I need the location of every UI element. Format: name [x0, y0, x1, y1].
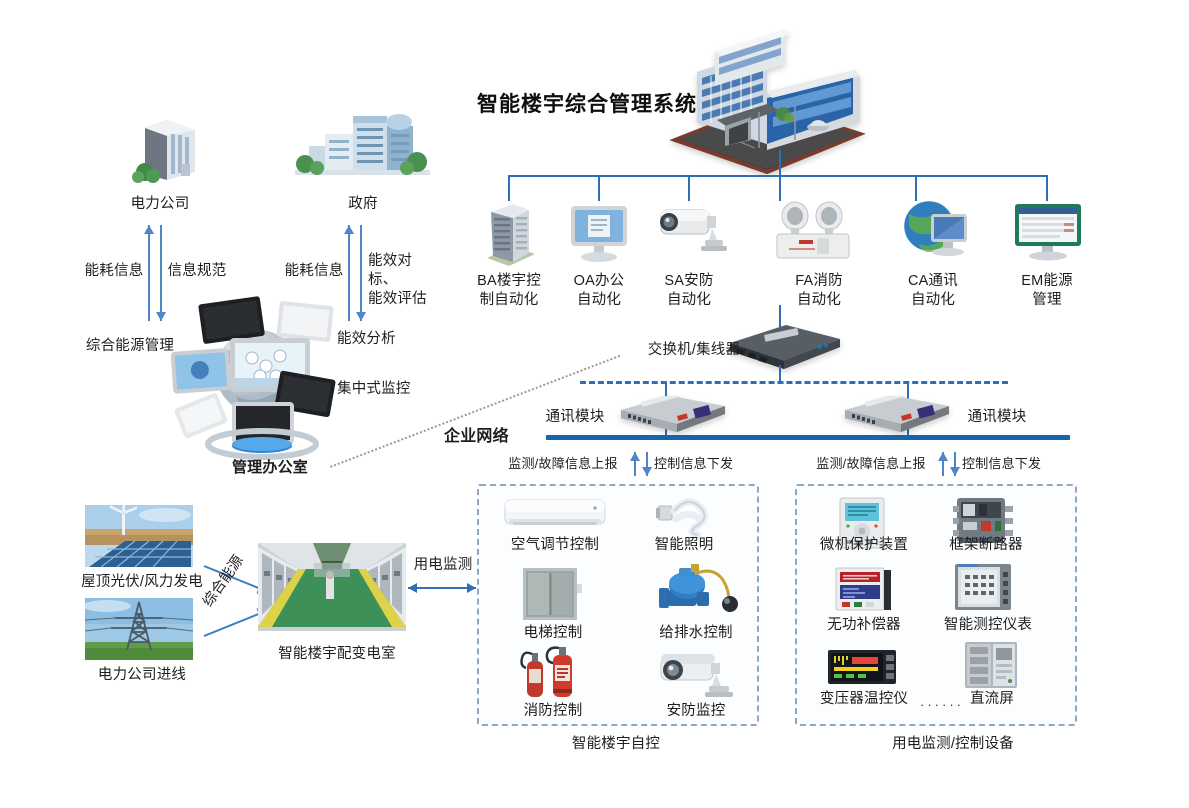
water-valve-icon: [659, 564, 738, 612]
emergency-light-icon: [776, 201, 850, 259]
management-office-illustration: [170, 296, 336, 460]
air-circuit-breaker-icon: [953, 498, 1013, 543]
rooftop-solar-wind-photo: [85, 505, 193, 567]
downlink-label-left: 控制信息下发: [654, 456, 734, 471]
smart-meter-icon: [955, 564, 1011, 610]
enterprise-network-bar: [546, 435, 1070, 440]
comm-module-left-label: 通讯模块: [545, 409, 605, 425]
field-bus-dashed-line: [580, 381, 1008, 384]
subsystem-label-ca: CA通讯 自动化: [908, 273, 958, 308]
ba-item-label-4: 消防控制: [523, 703, 583, 719]
arrow-down-left-group: [642, 452, 652, 476]
arrow-down-power-company: [156, 225, 166, 321]
arrow-up-right-group: [938, 452, 948, 476]
subsystem-bus-line: [508, 175, 1048, 177]
flow-label-gov-up: 能耗信息: [284, 263, 344, 279]
arrow-up-left-group: [630, 452, 640, 476]
bus-drop-oa: [598, 175, 600, 201]
flow-label-power-down: 信息规范: [167, 263, 227, 279]
flow-label-power-up: 能耗信息: [84, 263, 144, 279]
ba-item-label-3: 给排水控制: [659, 625, 733, 641]
pm-item-label-5: 直流屏: [969, 691, 1015, 707]
switch-uplink-line: [779, 305, 781, 327]
pm-item-label-3: 智能测控仪表: [943, 617, 1033, 633]
globe-monitor-icon: [903, 200, 967, 256]
power-monitoring-caption: 用电监测/控制设备: [892, 736, 1014, 752]
security-camera-icon: [660, 654, 733, 697]
subsystem-label-fa: FA消防 自动化: [795, 273, 843, 308]
grid-feed-label: 电力公司进线: [97, 667, 187, 683]
ba-item-label-1: 智能照明: [654, 537, 714, 553]
desktop-monitor-icon: [571, 206, 627, 262]
bus-drop-from-building: [779, 150, 781, 176]
reactive-compensator-icon: [835, 567, 891, 611]
government-building-icon: [295, 114, 430, 175]
bus-drop-ca: [915, 175, 917, 201]
green-screen-monitor-icon: [1015, 204, 1081, 261]
grid-feed-photo: [85, 598, 193, 660]
pm-item-label-1: 框架断路器: [949, 537, 1023, 553]
arrow-up-government: [344, 225, 354, 321]
diagram-title: 智能楼宇综合管理系统: [477, 93, 697, 116]
highrise-building-icon: [487, 204, 535, 266]
substation-label: 智能楼宇配变电室: [278, 646, 396, 662]
cfl-bulb-icon: [656, 498, 708, 538]
office-note-right: 能效分析 集中式监控: [337, 331, 411, 397]
ba-item-label-2: 电梯控制: [523, 625, 583, 641]
arrow-down-right-group: [950, 452, 960, 476]
transformer-temp-controller-icon: [828, 650, 896, 684]
bus-drop-em: [1046, 175, 1048, 201]
pm-item-label-2: 无功补偿器: [827, 617, 901, 633]
ba-item-label-5: 安防监控: [666, 703, 726, 719]
subsystem-label-em: EM能源 管理: [1021, 273, 1073, 308]
comm-module-left-icon: [621, 396, 725, 432]
protection-relay-icon: [839, 497, 885, 549]
office-caption: 管理办公室: [231, 459, 308, 476]
flow-label-gov-down: 能效对标、 能效评估: [368, 253, 427, 307]
pm-item-label-0: 微机保护装置: [819, 537, 909, 553]
power-monitoring-ellipsis: ······: [920, 697, 964, 712]
uplink-label-right: 监测/故障信息上报: [816, 456, 926, 471]
power-monitoring-arrow: [408, 583, 476, 593]
substation-photo: [258, 543, 406, 631]
dc-power-cabinet-icon: [965, 642, 1017, 688]
comm-module-right-label: 通讯模块: [967, 409, 1027, 425]
fire-extinguisher-icon: [520, 646, 572, 697]
renewable-label: 屋顶光伏/风力发电: [81, 574, 203, 590]
switch-hub-icon: [730, 325, 840, 369]
switch-downlink-line: [779, 365, 781, 383]
enterprise-network-label: 企业网络: [444, 428, 509, 445]
bus-drop-sa: [688, 175, 690, 201]
office-note-left: 综合能源管理: [85, 338, 175, 354]
downlink-label-right: 控制信息下发: [962, 456, 1042, 471]
arrow-up-power-company: [144, 225, 154, 321]
comm-module-right-icon: [845, 396, 949, 432]
subsystem-label-ba: BA楼宇控 制自动化: [477, 273, 541, 308]
elevator-door-icon: [523, 568, 582, 620]
subsystem-label-oa: OA办公 自动化: [573, 273, 625, 308]
government-label: 政府: [348, 196, 378, 212]
bus-drop-ba: [508, 175, 510, 201]
bus-drop-fa: [779, 175, 781, 201]
power-company-building-icon: [132, 120, 195, 183]
uplink-label-left: 监测/故障信息上报: [508, 456, 618, 471]
subsystem-label-sa: SA安防 自动化: [664, 273, 714, 308]
power-monitoring-arrow-label: 用电监测: [413, 557, 473, 573]
power-company-label: 电力公司: [130, 196, 190, 212]
pm-item-label-4: 变压器温控仪: [819, 691, 909, 707]
cctv-camera-icon: [660, 209, 727, 251]
switch-hub-label: 交换机/集线器: [647, 342, 741, 358]
main-building-illustration: [669, 30, 866, 175]
air-conditioner-icon: [504, 499, 606, 525]
arrow-down-government: [356, 225, 366, 321]
building-automation-caption: 智能楼宇自控: [571, 736, 661, 752]
ba-item-label-0: 空气调节控制: [510, 537, 600, 553]
